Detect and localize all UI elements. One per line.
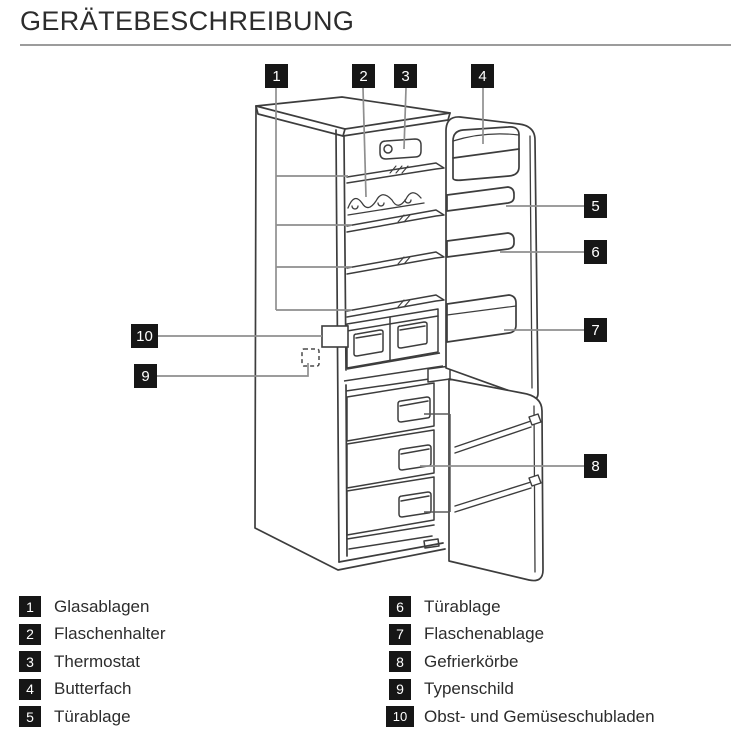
legend-num-badge: 5 xyxy=(19,706,41,727)
callout-9: 9 xyxy=(134,364,157,388)
callout-7: 7 xyxy=(584,318,607,342)
legend-label: Obst- und Gemüseschubladen xyxy=(424,706,655,726)
legend-item-glasablagen: 1 Glasablagen xyxy=(19,596,166,617)
legend-label: Flaschenablage xyxy=(424,624,545,643)
legend-column-left: 1 Glasablagen 2 Flaschenhalter 3 Thermos… xyxy=(19,596,166,734)
leader-9 xyxy=(157,363,309,377)
butter-compartment xyxy=(452,126,520,182)
shelf-hatch-marks xyxy=(389,165,411,308)
callout-3: 3 xyxy=(394,64,417,88)
leader-3 xyxy=(403,87,407,150)
leader-1 xyxy=(275,88,352,311)
fridge-cabinet xyxy=(254,96,451,571)
legend-column-right: 6 Türablage 7 Flaschenablage 8 Gefrierkö… xyxy=(386,596,655,734)
bottle-holder xyxy=(347,192,425,216)
freezer-door xyxy=(448,378,544,582)
legend-num-badge: 3 xyxy=(19,651,41,672)
legend-num-badge: 10 xyxy=(386,706,414,727)
callout-6: 6 xyxy=(584,240,607,264)
freezer-basket-bracket xyxy=(424,413,451,513)
callout-1: 1 xyxy=(265,64,288,88)
fridge-door xyxy=(445,116,539,400)
leader-lines xyxy=(157,87,584,467)
legend-item-flaschenablage: 7 Flaschenablage xyxy=(389,623,655,645)
legend-num-badge: 1 xyxy=(19,596,41,617)
page-title: GERÄTEBESCHREIBUNG xyxy=(20,6,355,36)
legend-label: Typenschild xyxy=(424,679,514,698)
legend-item-thermostat: 3 Thermostat xyxy=(19,651,166,672)
legend-item-typenschild: 9 Typenschild xyxy=(389,678,655,700)
callout-8: 8 xyxy=(584,454,607,478)
legend-label: Gefrierkörbe xyxy=(424,651,519,671)
legend-label: Thermostat xyxy=(54,651,140,671)
leader-2 xyxy=(362,87,367,198)
callout-2: 2 xyxy=(352,64,375,88)
legend-label: Glasablagen xyxy=(54,596,150,616)
legend-item-obst-gemueseschubladen: 10 Obst- und Gemüseschubladen xyxy=(386,706,655,727)
legend-item-gefrierkoerbe: 8 Gefrierkörbe xyxy=(389,651,655,672)
callout-markers xyxy=(301,325,451,513)
fridge-interior xyxy=(346,138,445,369)
title-rule xyxy=(20,44,731,46)
legend-label: Butterfach xyxy=(54,679,132,698)
legend-num-badge: 2 xyxy=(19,623,41,645)
legend-num-badge: 4 xyxy=(19,678,41,700)
legend-label: Flaschenhalter xyxy=(54,624,166,643)
callout-10: 10 xyxy=(131,324,158,348)
compartment-divider xyxy=(343,352,451,392)
legend-label: Türablage xyxy=(424,596,501,616)
legend-num-badge: 6 xyxy=(389,596,411,617)
callout-4: 4 xyxy=(471,64,494,88)
legend-item-flaschenhalter: 2 Flaschenhalter xyxy=(19,623,166,645)
page-header: GERÄTEBESCHREIBUNG xyxy=(20,6,731,46)
legend-num-badge: 8 xyxy=(389,651,411,672)
legend-num-badge: 7 xyxy=(389,623,411,645)
legend-item-tuerablage-6: 6 Türablage xyxy=(389,596,655,617)
legend-item-butterfach: 4 Butterfach xyxy=(19,678,166,700)
door-racks xyxy=(446,186,517,343)
freezer-door-rails xyxy=(454,413,542,513)
thermostat xyxy=(379,138,422,160)
glass-shelves xyxy=(346,162,445,318)
freezer-drawers xyxy=(346,382,440,550)
crisper-marker-box xyxy=(321,325,349,348)
legend-num-badge: 9 xyxy=(389,678,411,700)
legend-label: Türablage xyxy=(54,706,131,726)
typenschild-symbol xyxy=(301,348,320,367)
callout-5: 5 xyxy=(584,194,607,218)
crisper-drawers xyxy=(346,308,439,369)
legend-item-tuerablage-5: 5 Türablage xyxy=(19,706,166,727)
